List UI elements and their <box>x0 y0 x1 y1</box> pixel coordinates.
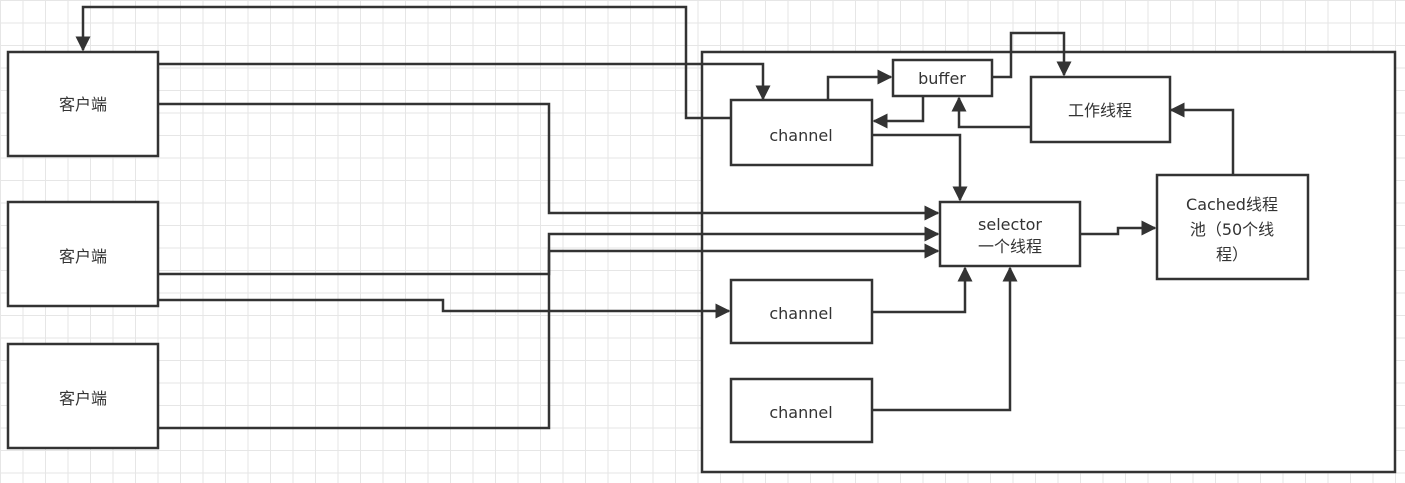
edge-channel1-to-client1 <box>75 5 731 120</box>
node-client-1[interactable]: 客户端 <box>6 50 160 158</box>
edge-channel2-to-selector <box>872 266 973 314</box>
node-client-1-label: 客户端 <box>59 95 107 114</box>
node-selector-label-line-1: selector <box>978 215 1042 234</box>
edge-channel3-to-selector <box>872 266 1018 412</box>
edge-pool-to-worker <box>1169 102 1235 174</box>
node-buffer[interactable]: buffer <box>891 58 994 98</box>
edge-buffer-to-worker <box>992 31 1072 79</box>
node-client-3-label: 客户端 <box>59 389 107 408</box>
node-client-2[interactable]: 客户端 <box>6 200 160 308</box>
edge-client1-to-channel1 <box>158 62 771 101</box>
node-channel-2[interactable]: channel <box>729 278 874 345</box>
edge-buffer-to-channel1 <box>872 96 925 129</box>
edge-client1-to-selector <box>158 102 940 221</box>
edge-channel1-to-buffer <box>826 69 893 100</box>
node-selector-label-line-2: 一个线程 <box>978 237 1042 256</box>
node-thread-pool-label-line-3: 程） <box>1216 245 1248 264</box>
node-client-3[interactable]: 客户端 <box>6 342 160 450</box>
node-worker-thread-label: 工作线程 <box>1068 101 1132 120</box>
node-buffer-label: buffer <box>918 69 966 88</box>
node-thread-pool-label-line-1: Cached线程 <box>1186 195 1278 214</box>
node-thread-pool-label-line-2: 池（50个线 <box>1190 220 1274 239</box>
node-client-2-label: 客户端 <box>59 247 107 266</box>
node-thread-pool[interactable]: Cached线程 池（50个线 程） <box>1155 173 1310 281</box>
edge-selector-to-pool <box>1080 220 1157 236</box>
node-channel-1[interactable]: channel <box>729 98 874 167</box>
edge-channel1-to-selector <box>872 133 968 202</box>
edge-worker-to-buffer <box>951 96 1031 129</box>
node-worker-thread[interactable]: 工作线程 <box>1029 75 1172 144</box>
node-channel-3[interactable]: channel <box>729 377 874 444</box>
edge-client2-to-channel2 <box>158 298 731 319</box>
edge-client3-to-selector <box>158 226 940 430</box>
node-selector[interactable]: selector 一个线程 <box>938 200 1082 268</box>
node-channel-1-label: channel <box>769 126 832 145</box>
node-channel-3-label: channel <box>769 403 832 422</box>
node-channel-2-label: channel <box>769 304 832 323</box>
